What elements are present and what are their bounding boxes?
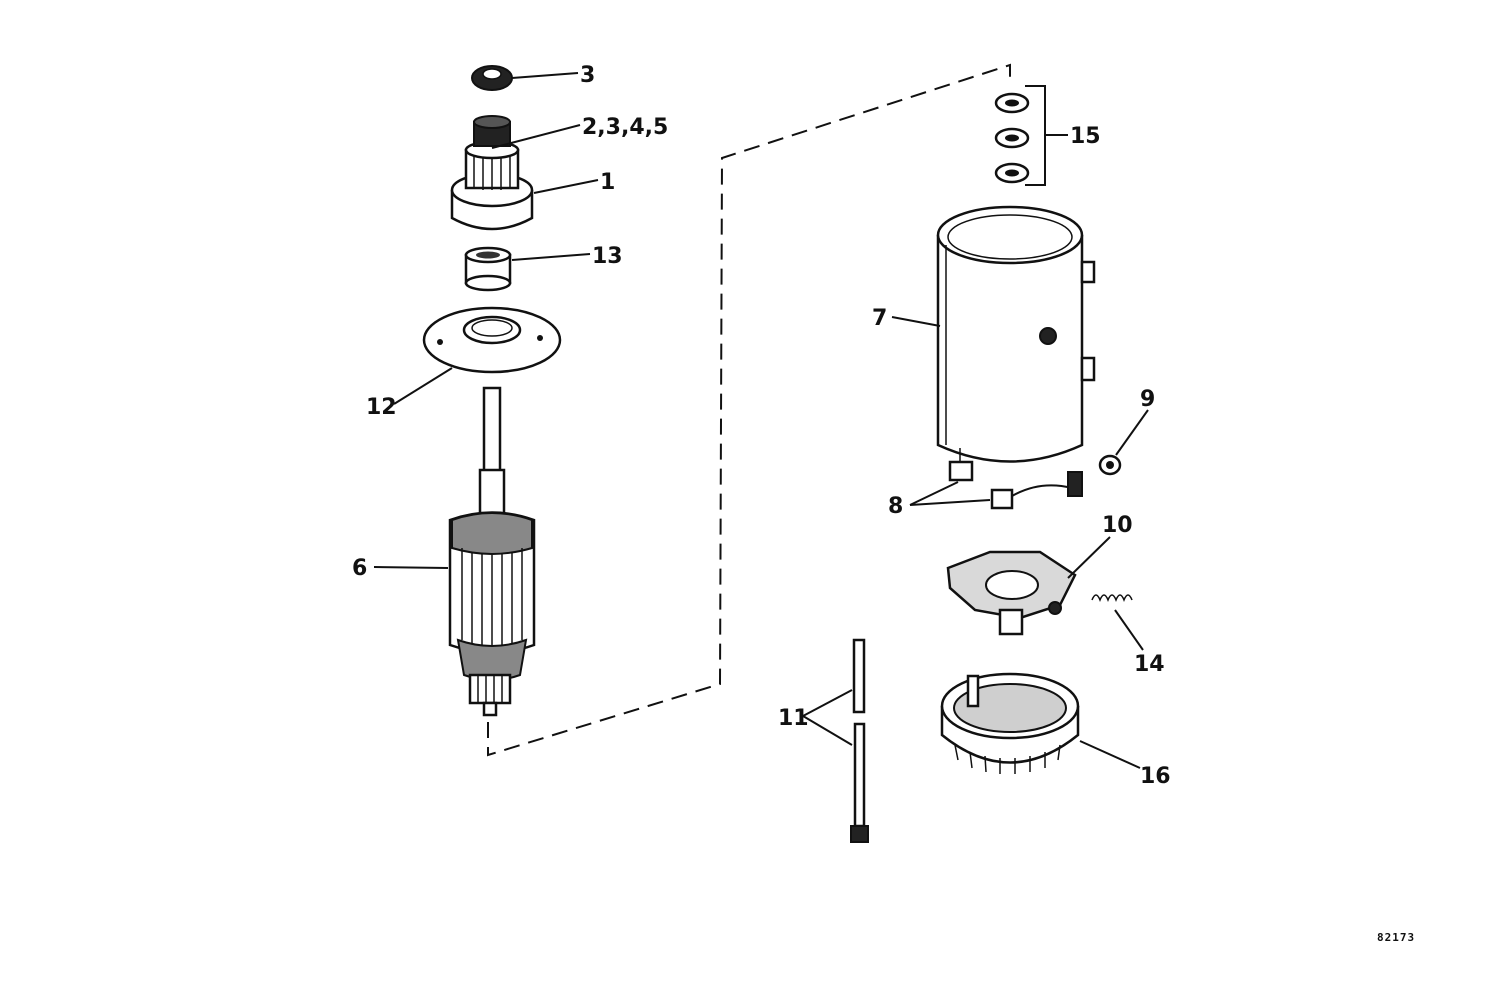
part-washers — [994, 85, 1046, 186]
callout-6: 6 — [352, 556, 367, 581]
callout-12: 12 — [366, 395, 397, 420]
callout-3: 3 — [580, 63, 595, 88]
callout-7: 7 — [872, 306, 887, 331]
callout-10: 10 — [1102, 513, 1133, 538]
part-brush-plate — [946, 550, 1077, 636]
leader-lines — [373, 72, 1149, 769]
callout-14: 14 — [1134, 652, 1165, 677]
callout-11: 11 — [778, 706, 809, 731]
callout-8: 8 — [888, 494, 903, 519]
part-springs — [1091, 594, 1133, 603]
part-nut — [471, 65, 513, 91]
part-brushes — [948, 448, 1073, 510]
callout-15: 15 — [1070, 124, 1101, 149]
part-thrust-plate — [422, 306, 562, 374]
reference-code: 82173 — [1377, 931, 1415, 944]
callout-2-3-4-5: 2,3,4,5 — [582, 115, 668, 140]
callout-1: 1 — [600, 170, 615, 195]
part-bushing — [464, 246, 512, 292]
callout-13: 13 — [592, 244, 623, 269]
part-terminal-nut — [1067, 454, 1122, 497]
callout-16: 16 — [1140, 764, 1171, 789]
part-drive-pinion — [450, 115, 534, 231]
part-through-bolts — [850, 638, 869, 843]
callout-9: 9 — [1140, 387, 1155, 412]
part-end-cap — [940, 672, 1080, 774]
part-frame-housing — [936, 205, 1096, 463]
assembly-dashed-line — [487, 63, 1011, 757]
part-armature — [448, 386, 536, 717]
